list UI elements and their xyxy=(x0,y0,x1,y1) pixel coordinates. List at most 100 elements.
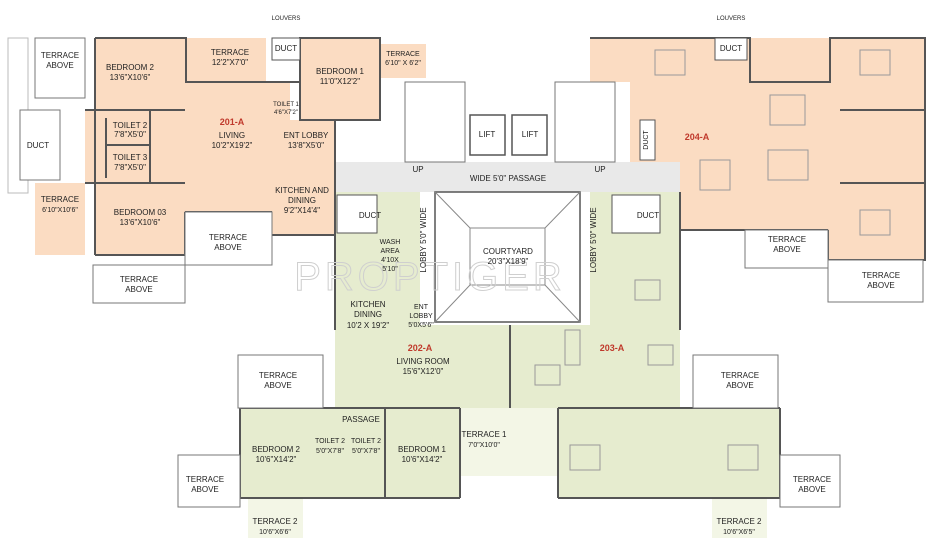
terrace2-202-dim: 10'6"X6'6" xyxy=(259,529,291,536)
ta8-l1: TERRACE xyxy=(721,371,759,380)
terrace-203-1 xyxy=(510,408,558,476)
terrace2-202-name: TERRACE 2 xyxy=(253,517,298,526)
duct-core-right xyxy=(611,194,661,234)
passage-label: WIDE 5'0" PASSAGE xyxy=(470,174,546,183)
bedroom1-dim: 11'0"X12'2" xyxy=(320,77,360,86)
duct-201-top xyxy=(271,37,301,61)
watermark: PROPTIGER xyxy=(294,255,566,299)
terrace-201-top xyxy=(186,38,266,82)
ta4-l1: TERRACE xyxy=(259,371,297,380)
terrace-above-labels: TERRACE ABOVE TERRACE ABOVE TERRACE ABOV… xyxy=(41,51,900,494)
living-dim: 10'2"X19'2" xyxy=(212,141,253,150)
unit-204-label: 204-A xyxy=(685,132,710,142)
ta5-l2: ABOVE xyxy=(191,485,219,494)
duct-204-top xyxy=(714,37,748,61)
bedroom2-name: BEDROOM 2 xyxy=(106,63,155,72)
duct-core-left xyxy=(336,194,378,234)
living-202-name: LIVING ROOM xyxy=(396,357,450,366)
unit-201-label: 201-A xyxy=(220,117,245,127)
unit-202-labels: 202-A KITCHEN DINING 10'2 X 19'2" ENT LO… xyxy=(252,300,507,536)
ta3-l1: TERRACE xyxy=(120,275,158,284)
terrace-202-1 xyxy=(460,408,510,476)
bedroom2-202-name: BEDROOM 2 xyxy=(252,445,301,454)
unit-202-area xyxy=(240,192,510,498)
furniture xyxy=(534,49,891,471)
bedroom1-name: BEDROOM 1 xyxy=(316,67,365,76)
louvers-left: LOUVERS xyxy=(272,16,301,22)
terrace-left-name: TERRACE xyxy=(41,195,79,204)
bedroom2-dim: 13'6"X10'6" xyxy=(110,73,151,82)
toilet2-dim: 7'8"X5'0" xyxy=(114,130,146,139)
ta9-l1: TERRACE xyxy=(793,475,831,484)
ta2-l2: ABOVE xyxy=(214,243,242,252)
terrace-top-dim: 12'2"X7'0" xyxy=(212,58,248,67)
louvers-right: LOUVERS xyxy=(717,16,746,22)
bedroom3-name: BEDROOM 03 xyxy=(114,208,167,217)
ta1-l2: ABOVE xyxy=(46,61,74,70)
up-left: UP xyxy=(412,165,423,174)
toilet2b-dim: 5'0"X7'8" xyxy=(352,448,380,455)
passage-202: PASSAGE xyxy=(342,415,380,424)
toilet3-dim: 7'8"X5'0" xyxy=(114,163,146,172)
wash-dim1: 4'10X xyxy=(381,257,399,264)
terrace2-203-name: TERRACE 2 xyxy=(717,517,762,526)
courtyard xyxy=(434,191,581,323)
ent-lobby-202-name1: ENT xyxy=(414,304,429,311)
wash-name1: WASH xyxy=(380,239,401,246)
courtyard-name: COURTYARD xyxy=(483,247,533,256)
ta1-l1: TERRACE xyxy=(41,51,79,60)
unit-201-labels: 201-A BEDROOM 2 13'6"X10'6" TERRACE 12'2… xyxy=(41,48,421,273)
terrace-201-small xyxy=(380,44,426,78)
duct-left xyxy=(19,109,61,181)
wash-name2: AREA xyxy=(380,248,399,255)
lobby-right: LOBBY 5'0" WIDE xyxy=(589,207,598,272)
unit-201-area xyxy=(85,38,380,255)
unit-202-label: 202-A xyxy=(408,343,433,353)
unit-203-label: 203-A xyxy=(600,343,625,353)
unit-204-labels: 204-A xyxy=(685,132,710,142)
toilet2a-dim: 5'0"X7'8" xyxy=(316,448,344,455)
unit-204-area xyxy=(590,38,925,260)
ent-lobby-dim: 13'8"X5'0" xyxy=(288,141,324,150)
ent-lobby-202-name2: LOBBY xyxy=(409,313,433,320)
walls xyxy=(85,37,926,499)
living-name: LIVING xyxy=(219,131,245,140)
ta5-l1: TERRACE xyxy=(186,475,224,484)
bedroom2-202-dim: 10'6"X14'2" xyxy=(256,455,297,464)
terrace-203-2 xyxy=(712,498,767,538)
courtyard-dim: 20'3"X18'9" xyxy=(488,257,529,266)
duct-label-1: DUCT xyxy=(275,44,297,53)
up-right: UP xyxy=(594,165,605,174)
courtyard-edge-top xyxy=(434,191,581,229)
toilet2-name: TOILET 2 xyxy=(113,121,148,130)
lobby-left: LOBBY 5'0" WIDE xyxy=(419,207,428,272)
unit-203-labels: 203-A TERRACE 2 10'6"X6'5" xyxy=(600,343,762,536)
kitchen-name1: KITCHEN AND xyxy=(275,186,329,195)
ta6-l2: ABOVE xyxy=(773,245,801,254)
duct-label-3: DUCT xyxy=(359,211,381,220)
duct-label-2: DUCT xyxy=(27,141,49,150)
duct-label-6: DUCT xyxy=(643,130,650,150)
ta4-l2: ABOVE xyxy=(264,381,292,390)
kitchen-dim: 9'2"X14'4" xyxy=(284,206,320,215)
terrace-201-left xyxy=(35,183,85,255)
kitchen-202-dim: 10'2 X 19'2" xyxy=(347,321,390,330)
duct-204 xyxy=(639,119,656,161)
kitchen-202-name2: DINING xyxy=(354,310,382,319)
terrace-204-top xyxy=(750,38,830,82)
unit-203-area xyxy=(510,192,780,498)
terrace1-202-name: TERRACE 1 xyxy=(462,430,507,439)
ta9-l2: ABOVE xyxy=(798,485,826,494)
terrace-top-name: TERRACE xyxy=(211,48,249,57)
terrace-above-boxes xyxy=(34,37,924,508)
duct-label-4: DUCT xyxy=(637,211,659,220)
bedroom3-dim: 13'6"X10'6" xyxy=(120,218,161,227)
courtyard-edge-bottom xyxy=(434,284,581,323)
lift-2-label: LIFT xyxy=(522,130,539,139)
lift-1 xyxy=(469,114,506,156)
kitchen-name2: DINING xyxy=(288,196,316,205)
ent-lobby-name: ENT LOBBY xyxy=(284,131,329,140)
stairs xyxy=(404,81,616,163)
ta8-l2: ABOVE xyxy=(726,381,754,390)
ta7-l1: TERRACE xyxy=(862,271,900,280)
